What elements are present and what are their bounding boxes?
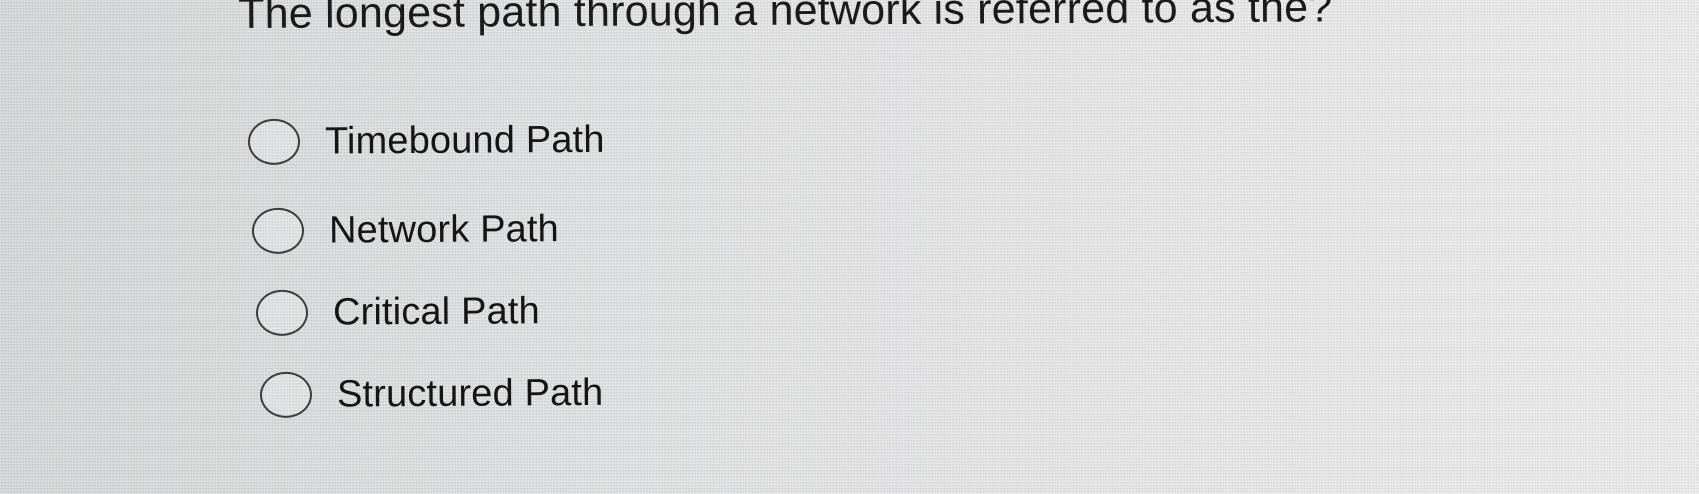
radio-button-icon[interactable] (251, 207, 305, 254)
answer-option-structured-path[interactable]: Structured Path (259, 362, 740, 425)
answer-option-label: Timebound Path (324, 118, 605, 163)
radio-button-icon[interactable] (247, 118, 301, 165)
question-text: The longest path through a network is re… (238, 0, 1333, 38)
radio-button-icon[interactable] (255, 289, 309, 336)
answer-option-critical-path[interactable]: Critical Path (255, 280, 736, 343)
answer-option-label: Critical Path (332, 290, 540, 334)
radio-button-icon[interactable] (259, 371, 313, 418)
answer-option-timebound-path[interactable]: Timebound Path (247, 109, 728, 172)
answer-option-network-path[interactable]: Network Path (251, 198, 732, 261)
answer-option-label: Structured Path (336, 371, 604, 416)
answer-options: Timebound Path Network Path Critical Pat… (247, 109, 748, 452)
answer-option-label: Network Path (328, 208, 560, 252)
